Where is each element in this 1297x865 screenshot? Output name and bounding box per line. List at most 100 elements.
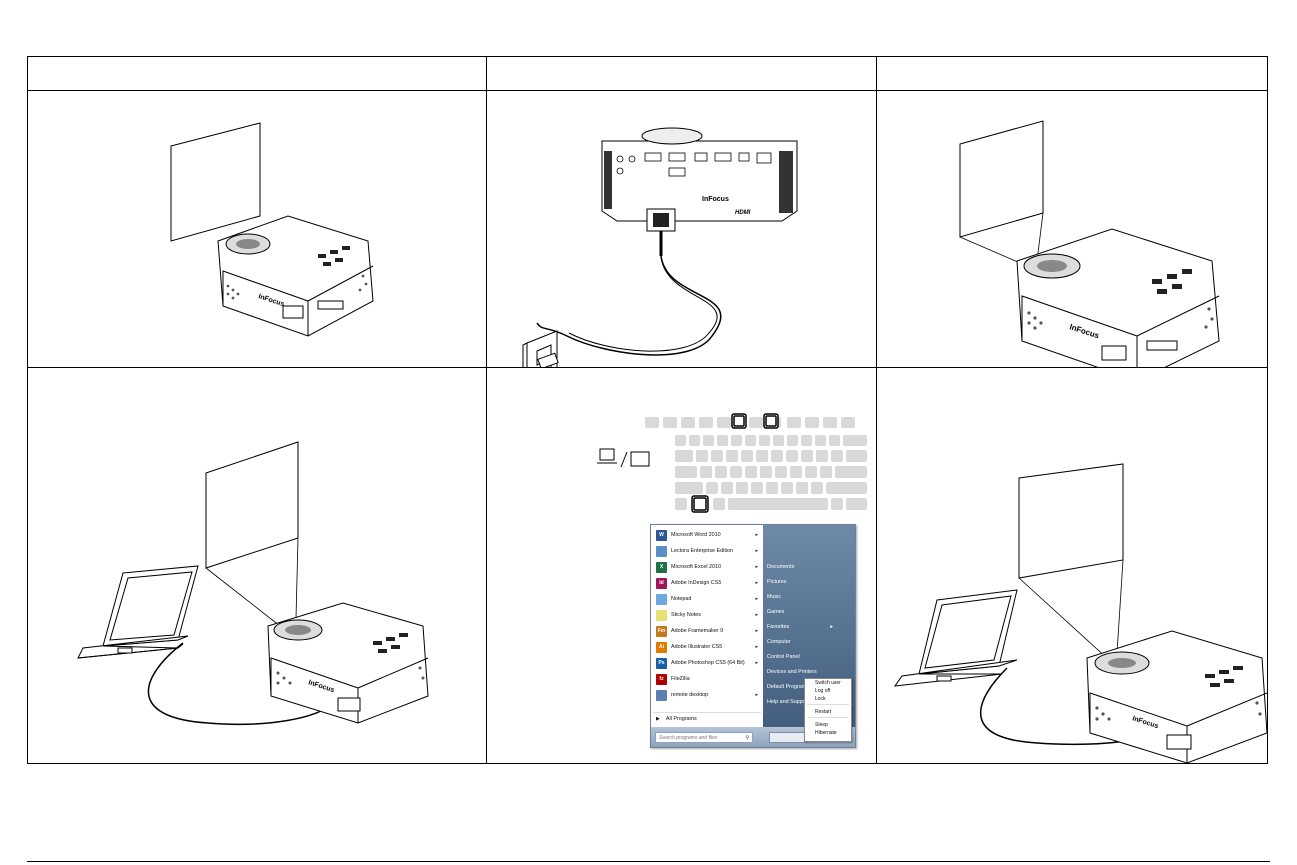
start-menu-link-label: Control Panel (767, 653, 800, 660)
cell-remove-lens-cap: InFocus (877, 91, 1267, 367)
shutdown-option[interactable]: Restart (815, 709, 832, 715)
power-connection-illustration: InFocus HDMI (522, 127, 798, 367)
shutdown-option[interactable]: Lock (815, 696, 826, 702)
svg-text:InFocus: InFocus (702, 196, 729, 203)
submenu-arrow-icon: ▸ (755, 628, 758, 634)
projection-screen (959, 120, 1044, 238)
shutdown-button[interactable] (769, 732, 809, 743)
light-beam (959, 212, 1044, 267)
shutdown-option[interactable]: Hibernate (815, 730, 837, 736)
start-menu-link-label: Documents (767, 563, 795, 570)
start-menu-link[interactable]: Games (763, 604, 855, 619)
start-menu-link[interactable]: Control Panel (763, 649, 855, 664)
program-label: Adobe InDesign CS5 (671, 580, 722, 586)
start-menu-link[interactable]: Music (763, 589, 855, 604)
start-menu-link[interactable]: Help and Support (763, 694, 855, 709)
start-menu-link-label: Pictures (767, 578, 787, 585)
cell-connect-computer: InFocus (28, 368, 486, 764)
program-item[interactable]: X Microsoft Excel 2010 ▸ (653, 559, 761, 575)
light-beam (205, 537, 299, 627)
start-menu-link[interactable]: Computer (763, 634, 855, 649)
projector-screen-illustration: InFocus (170, 122, 374, 337)
start-menu-link[interactable]: Pictures (763, 574, 855, 589)
projection-screen (170, 122, 261, 242)
submenu-arrow-icon: ▸ (755, 660, 758, 666)
photoshop-icon: Ps (656, 657, 667, 669)
projector-drawing: InFocus (217, 215, 374, 337)
windows-key-highlighted (691, 495, 709, 513)
start-menu-link[interactable]: Devices and Printers (763, 664, 855, 679)
light-beam (1018, 559, 1124, 661)
submenu-arrow-icon: ▸ (755, 596, 758, 602)
shutdown-option[interactable]: Log off (815, 688, 831, 694)
start-menu-link-label: Favorites (767, 623, 790, 630)
program-item[interactable]: Ps Adobe Photoshop CS5 (64 Bit) ▸ (653, 655, 761, 671)
search-input[interactable]: Search programs and files ⚲ (655, 732, 753, 743)
program-label: Microsoft Excel 2010 (671, 564, 722, 570)
program-label: Lectora Enterprise Edition (671, 548, 734, 554)
shutdown-option[interactable]: Sleep (815, 722, 828, 728)
projector-drawing: InFocus (1086, 630, 1267, 764)
cell-connect-power: InFocus HDMI (487, 91, 876, 367)
final-setup-illustration: InFocus (893, 463, 1267, 764)
start-menu-link-label: Devices and Printers (767, 668, 817, 675)
projector-rear-drawing: InFocus HDMI (601, 127, 798, 232)
program-label: Notepad (671, 596, 692, 602)
submenu-arrow-icon: ▸ (755, 692, 758, 698)
projector-beam-illustration: InFocus (959, 120, 1220, 367)
program-label: Microsoft Word 2010 (671, 532, 721, 538)
power-cord (536, 231, 722, 356)
start-menu-link[interactable]: Documents (763, 559, 855, 574)
all-programs-label: All Programs (665, 716, 697, 722)
program-item[interactable]: fz FileZilla (653, 671, 761, 687)
page-footer-rule (27, 861, 1270, 862)
program-item[interactable]: Lectora Enterprise Edition ▸ (653, 543, 761, 559)
notepad-icon (656, 593, 667, 605)
projector-drawing: InFocus (267, 602, 429, 724)
start-menu-link-label: Games (767, 608, 785, 615)
start-menu-link[interactable]: Favorites ▸ (763, 619, 855, 634)
menu-separator (807, 717, 849, 720)
excel-icon: X (656, 561, 667, 573)
laptop-drawing (77, 565, 199, 659)
start-menu-link[interactable]: Default Programs (763, 679, 855, 694)
shutdown-option[interactable]: Switch user (815, 680, 841, 686)
start-menu-link-label: Default Programs (767, 683, 809, 690)
program-label: remote desktop (671, 692, 709, 698)
filezilla-icon: fz (656, 673, 667, 685)
keyboard-illustration (597, 413, 867, 513)
function-keys-highlighted (731, 413, 779, 429)
program-item[interactable]: Sticky Notes▸ (653, 607, 761, 623)
submenu-arrow-icon: ▸ (755, 612, 758, 618)
svg-text:HDMI: HDMI (735, 210, 751, 216)
laptop-drawing (893, 589, 1018, 687)
submenu-arrow-icon: ▸ (755, 564, 758, 570)
all-programs-link[interactable]: ▶ All Programs (653, 712, 761, 725)
submenu-arrow-icon: ▸ (755, 548, 758, 554)
illustrator-icon: Ai (656, 641, 667, 653)
program-item[interactable]: Notepad ▸ (653, 591, 761, 607)
wall-outlet-drawing (522, 330, 559, 367)
submenu-arrow-icon: ▸ (830, 623, 833, 630)
program-item[interactable]: Fm Adobe Framemaker 9 ▸ (653, 623, 761, 639)
program-item[interactable]: remote desktop ▸ (653, 687, 761, 703)
program-label: FileZilla (671, 676, 690, 682)
lectora-icon (656, 545, 667, 557)
projection-screen (205, 441, 299, 569)
framemaker-icon: Fm (656, 625, 667, 637)
search-icon: ⚲ (745, 734, 749, 741)
program-label: Adobe Framemaker 9 (671, 628, 724, 634)
start-menu-link-label: Computer (767, 638, 791, 645)
program-label: Adobe Photoshop CS5 (64 Bit) (671, 660, 745, 666)
start-menu-link-label: Music (767, 593, 782, 600)
submenu-arrow-icon: ▸ (755, 644, 758, 650)
indesign-icon: Id (656, 577, 667, 589)
start-menu-link-label: Help and Support (767, 698, 809, 705)
sticky-notes-icon (656, 609, 667, 621)
display-toggle-icon (597, 448, 650, 468)
cell-display-image (487, 368, 876, 764)
